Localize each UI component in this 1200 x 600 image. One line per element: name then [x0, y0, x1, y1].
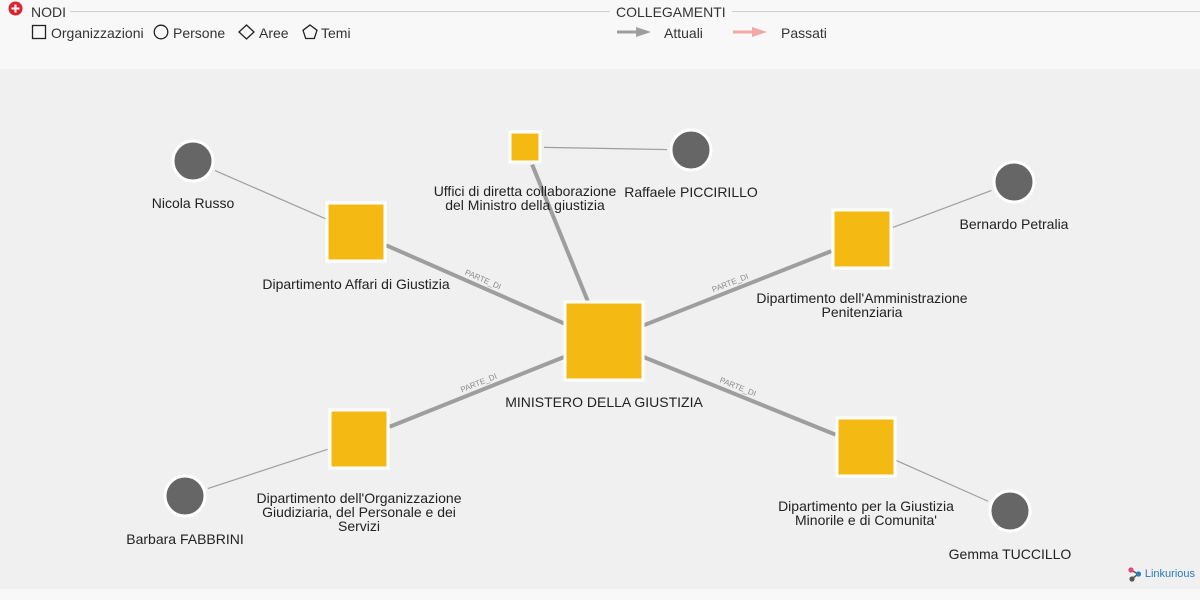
- pentagon-icon: [302, 24, 318, 40]
- legend-item-label: Aree: [259, 25, 289, 41]
- node-label: Dipartimento dell'Amministrazione: [756, 290, 967, 306]
- legend-item-label: Temi: [321, 25, 351, 41]
- diamond-icon: [238, 24, 255, 40]
- legend-item-label: Organizzazioni: [51, 25, 144, 41]
- legend-link-label: Attuali: [664, 25, 703, 41]
- node-label: Gemma TUCCILLO: [949, 546, 1072, 562]
- edge-fabbrini-dog[interactable]: [207, 448, 328, 490]
- node-piccirillo[interactable]: Raffaele PICCIRILLO: [624, 128, 758, 200]
- node-dog[interactable]: Dipartimento dell'OrganizzazioneGiudizia…: [257, 408, 462, 534]
- person-node-circle[interactable]: [171, 139, 215, 183]
- nodes-layer: MINISTERO DELLA GIUSTIZIA Uffici di diret…: [126, 128, 1072, 562]
- node-label: del Ministro della giustizia: [445, 197, 605, 213]
- node-label: MINISTERO DELLA GIUSTIZIA: [505, 394, 703, 410]
- node-label: Dipartimento per la Giustizia: [778, 498, 954, 514]
- person-node-circle[interactable]: [992, 160, 1036, 204]
- edge-dgm-ministero[interactable]: [643, 355, 837, 437]
- plus-icon[interactable]: [8, 1, 23, 16]
- organization-node-square[interactable]: [325, 201, 387, 263]
- edge-dap-ministero[interactable]: [643, 249, 833, 328]
- edge-tuccillo-dgm[interactable]: [895, 459, 989, 502]
- square-icon: [31, 24, 47, 40]
- organization-node-square[interactable]: [508, 130, 542, 164]
- linkurious-logo[interactable]: Linkurious: [1128, 567, 1195, 582]
- node-dap[interactable]: Dipartimento dell'AmministrazionePeniten…: [756, 208, 968, 320]
- person-node-circle[interactable]: [669, 128, 713, 172]
- legend-divider: [70, 11, 610, 12]
- node-label: Minorile e di Comunita': [795, 512, 937, 528]
- brand-label: Linkurious: [1144, 568, 1195, 580]
- edge-piccirillo-uffici[interactable]: [543, 146, 668, 151]
- node-russo[interactable]: Nicola Russo: [152, 139, 235, 211]
- node-ministero[interactable]: MINISTERO DELLA GIUSTIZIA: [505, 300, 703, 410]
- node-label: Raffaele PICCIRILLO: [624, 184, 758, 200]
- edge-petralia-dap[interactable]: [892, 189, 992, 228]
- organization-node-square[interactable]: [328, 408, 390, 470]
- edge-dag-ministero[interactable]: [385, 243, 566, 326]
- legend-panel: NODI Organizzazioni Persone Aree Temi CO…: [0, 0, 1200, 69]
- linkurious-icon: [1128, 567, 1141, 582]
- organization-node-square[interactable]: [831, 208, 893, 270]
- person-node-circle[interactable]: [988, 489, 1032, 533]
- node-label: Giudiziaria, del Personale e dei: [262, 504, 456, 520]
- person-node-circle[interactable]: [163, 474, 207, 518]
- node-dag[interactable]: Dipartimento Affari di Giustizia: [262, 201, 450, 292]
- edge-russo-dag[interactable]: [214, 170, 326, 220]
- nodes-legend-title: NODI: [31, 4, 66, 20]
- node-label: Penitenziaria: [822, 304, 903, 320]
- node-fabbrini[interactable]: Barbara FABBRINI: [126, 474, 244, 547]
- node-petralia[interactable]: Bernardo Petralia: [960, 160, 1069, 232]
- node-label: Dipartimento Affari di Giustizia: [262, 276, 449, 292]
- links-legend-title: COLLEGAMENTI: [616, 4, 726, 20]
- organization-node-square[interactable]: [835, 416, 897, 478]
- bottom-strip: [0, 589, 1200, 600]
- link-arrow-icon: [733, 27, 767, 37]
- legend-link-label: Passati: [781, 25, 827, 41]
- node-label: Dipartimento dell'Organizzazione: [257, 490, 462, 506]
- node-label: Uffici di diretta collaborazione: [434, 183, 617, 199]
- edge-uffici-ministero[interactable]: [530, 163, 590, 302]
- node-label: Barbara FABBRINI: [126, 531, 244, 547]
- legend-item-label: Persone: [173, 25, 226, 41]
- circle-icon: [153, 24, 169, 40]
- link-arrow-icon: [617, 27, 651, 37]
- edge-dog-ministero[interactable]: [388, 355, 565, 429]
- node-tuccillo[interactable]: Gemma TUCCILLO: [949, 489, 1072, 562]
- organization-node-square[interactable]: [563, 300, 645, 382]
- legend-divider: [732, 11, 1200, 12]
- node-label: Servizi: [338, 518, 380, 534]
- node-label: Bernardo Petralia: [960, 216, 1069, 232]
- node-label: Nicola Russo: [152, 195, 235, 211]
